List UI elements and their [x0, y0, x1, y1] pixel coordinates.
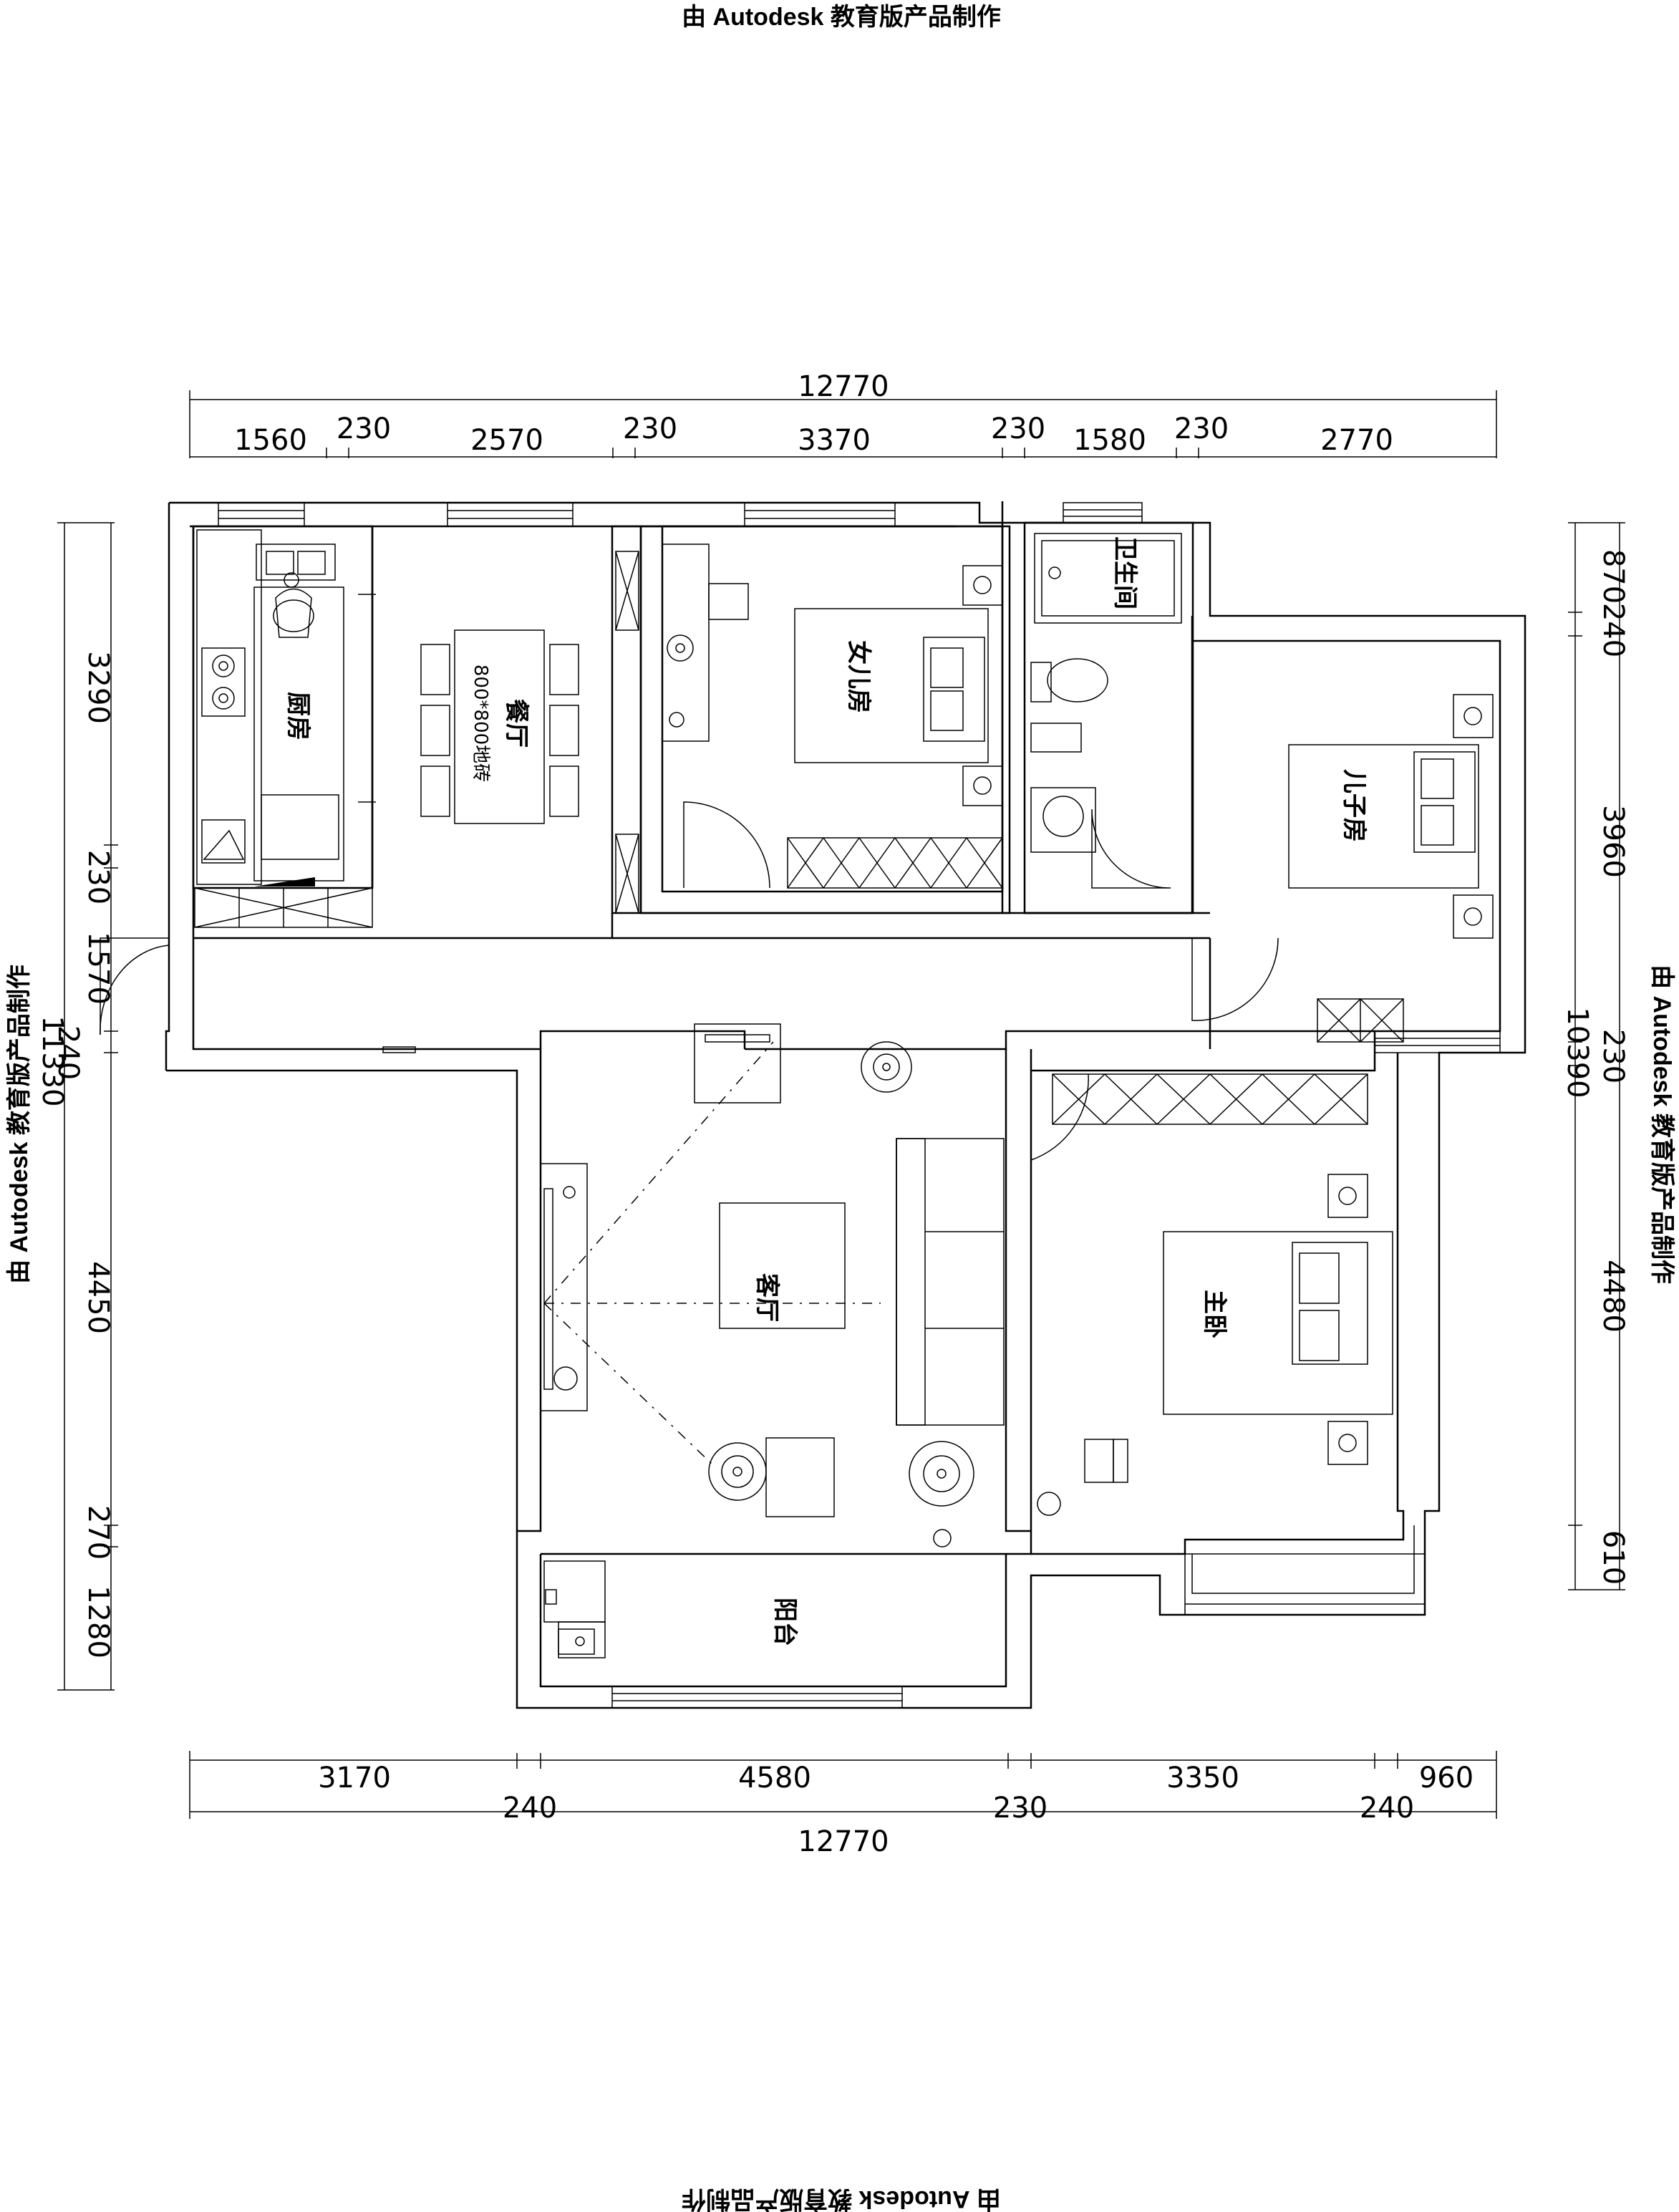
bottom-dimension-lines [189, 1751, 1497, 1819]
bottom-dim-3: 3350 [1166, 1762, 1239, 1795]
right-dim-4: 230 [1597, 1029, 1630, 1083]
top-dim-8: 230 [1174, 412, 1229, 445]
son-room-fixtures [1288, 694, 1494, 1043]
right-dim-6: 610 [1597, 1530, 1630, 1585]
watermark-left: 由 Autodesk 教育版产品制作 [6, 965, 33, 1284]
right-dim-1: 870 [1597, 549, 1630, 604]
windows [218, 502, 1501, 1709]
top-dim-5: 3370 [798, 424, 871, 457]
living-room-fixtures [540, 1023, 1005, 1547]
left-dim-5: 4450 [82, 1261, 115, 1334]
room-label-son: 儿子房 [1340, 769, 1368, 842]
room-label-master: 主卧 [1200, 1290, 1229, 1338]
top-dim-9: 2770 [1320, 424, 1393, 457]
watermark-right: 由 Autodesk 教育版产品制作 [1648, 965, 1675, 1284]
left-dim-7: 1280 [82, 1585, 115, 1658]
room-label-daughter: 女儿房 [844, 640, 873, 713]
bottom-sub-dim-2: 230 [993, 1792, 1047, 1825]
bottom-total-dim: 12770 [798, 1825, 889, 1858]
left-dim-6: 270 [82, 1505, 115, 1560]
left-dim-2: 230 [82, 850, 115, 904]
left-total-dim: 11330 [36, 1015, 69, 1106]
top-dimension-lines [189, 390, 1497, 458]
master-bedroom-fixtures [1037, 1073, 1393, 1516]
interior-walls [192, 501, 1210, 940]
bottom-dim-4: 960 [1419, 1762, 1474, 1795]
bottom-sub-dim-1: 240 [503, 1792, 557, 1825]
top-dim-2: 230 [337, 412, 391, 445]
right-total-dim: 10390 [1561, 1007, 1594, 1098]
left-dimension-lines [57, 522, 118, 1691]
top-dim-7: 1580 [1073, 424, 1146, 457]
dining-floor-note: 800*800地砖 [470, 665, 491, 782]
top-dim-1: 1560 [234, 424, 307, 457]
bottom-dim-2: 4580 [738, 1762, 811, 1795]
room-label-kitchen: 厨房 [284, 692, 312, 740]
right-dim-5: 4480 [1597, 1260, 1630, 1333]
top-dim-6: 230 [991, 412, 1045, 445]
right-dim-3: 3960 [1597, 805, 1630, 878]
room-label-dining: 餐厅 [502, 699, 531, 748]
room-label-bathroom: 卫生间 [1111, 536, 1139, 609]
top-total-dim: 12770 [798, 370, 889, 403]
daughter-room-fixtures [662, 544, 1003, 889]
kitchen-fixtures [194, 529, 376, 928]
watermark-bottom: 由 Autodesk 教育版产品制作 [682, 2186, 1001, 2212]
bottom-sub-dim-3: 240 [1360, 1792, 1414, 1825]
room-label-living: 客厅 [753, 1273, 781, 1322]
room-label-balcony: 阳台 [770, 1598, 799, 1646]
bottom-dim-1: 3170 [318, 1762, 391, 1795]
balcony-fixtures [543, 1560, 606, 1658]
doors [100, 801, 1279, 1161]
left-dim-3: 1570 [82, 932, 115, 1005]
right-dim-2: 240 [1597, 603, 1630, 657]
dining-fixtures [420, 551, 639, 914]
left-dim-4: 240 [52, 1025, 84, 1080]
bathroom-fixtures [1030, 533, 1182, 853]
top-dim-4: 230 [623, 412, 677, 445]
left-dim-1: 3290 [82, 651, 115, 724]
right-dimension-lines [1568, 522, 1625, 1590]
top-dim-3: 2570 [470, 424, 543, 457]
watermark-top: 由 Autodesk 教育版产品制作 [682, 4, 1001, 31]
